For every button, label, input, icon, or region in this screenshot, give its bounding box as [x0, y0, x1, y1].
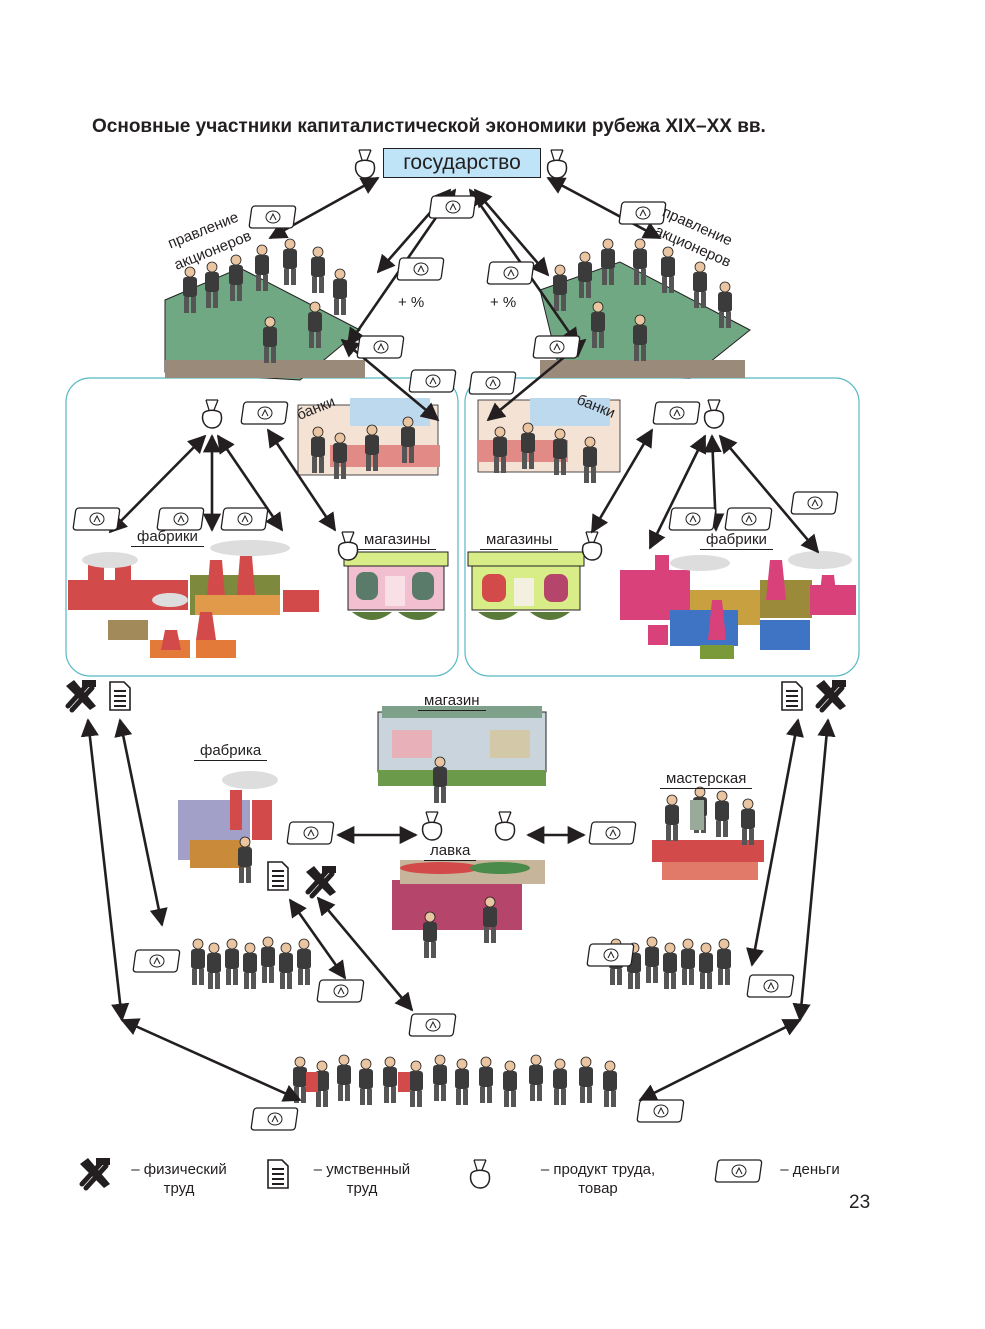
legend-product: – продукт труда, товар — [540, 1161, 656, 1197]
stall-label: лавка — [424, 842, 477, 861]
percent-left-label: + % — [398, 294, 425, 311]
board-right-illustration — [539, 238, 751, 379]
shop-center-illustration — [377, 706, 547, 804]
factory-label: фабрика — [194, 742, 268, 761]
legend-money: – деньги — [780, 1161, 840, 1178]
shops-left-label: магазины — [358, 531, 437, 550]
factories-left-label: фабрики — [131, 528, 204, 547]
board-left-illustration — [164, 238, 365, 381]
shops-right-label: магазины — [480, 531, 559, 550]
page-number: 23 — [849, 1192, 871, 1213]
factories-left-illustration — [68, 540, 319, 658]
shops-left-illustration — [343, 551, 449, 620]
page-title: Основные участники капиталистической эко… — [92, 116, 766, 137]
factory-center-illustration — [178, 771, 278, 884]
shop-label: магазин — [418, 692, 486, 711]
workshop-label: мастерская — [660, 770, 753, 789]
crowd-bottom-illustration — [292, 1054, 618, 1108]
workshop-illustration — [652, 786, 764, 880]
legend-physical: – физический труд — [131, 1161, 227, 1197]
shops-right-illustration — [467, 551, 585, 620]
legend-mental: – умственный труд — [313, 1161, 411, 1197]
stall-illustration — [392, 860, 545, 959]
factories-right-illustration — [620, 551, 856, 659]
factories-right-label: фабрики — [700, 531, 773, 550]
crowd-left-illustration — [190, 936, 312, 990]
percent-right-label: + % — [490, 294, 517, 311]
state-box: государство — [383, 148, 541, 178]
